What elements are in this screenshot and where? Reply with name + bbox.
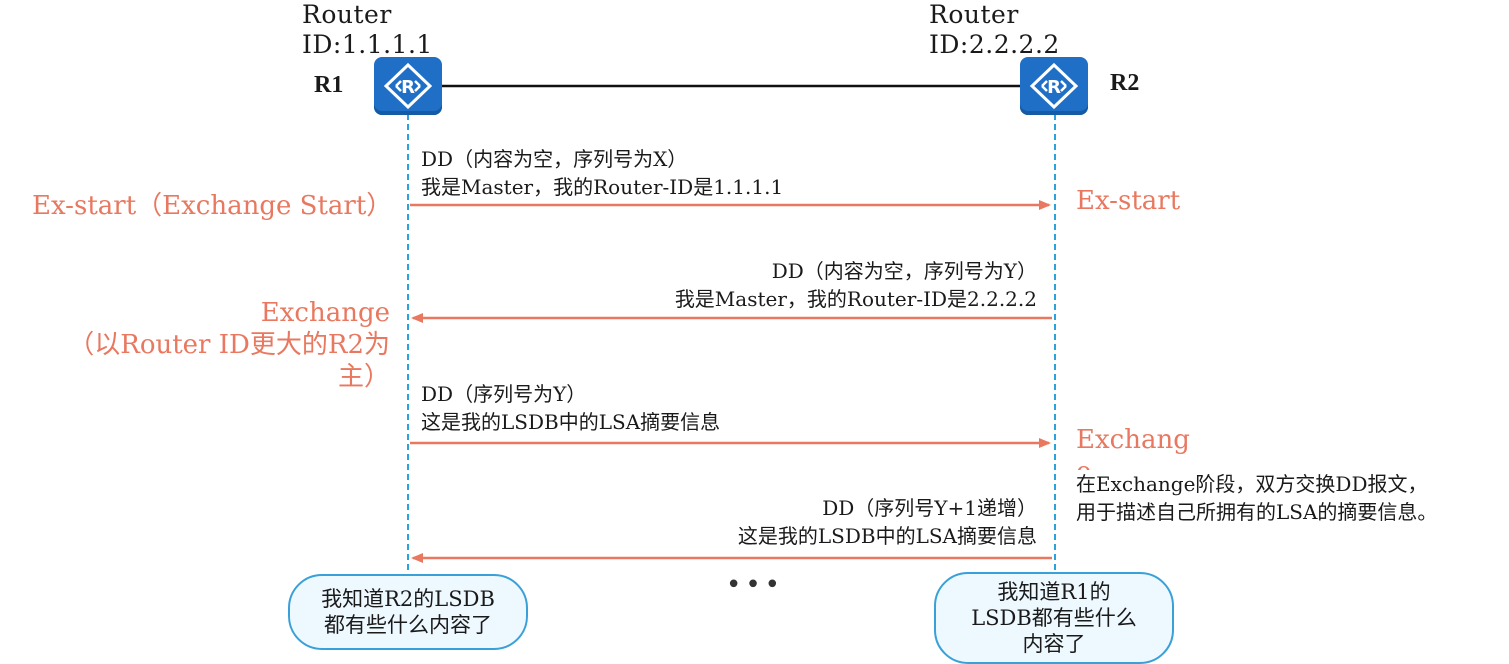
message-1-line2: 我是Master，我的Router-ID是1.1.1.1: [421, 175, 784, 199]
message-2: DD（内容为空，序列号为Y） 我是Master，我的Router-ID是2.2.…: [675, 257, 1037, 313]
svg-text:R: R: [1047, 77, 1061, 98]
message-1: DD（内容为空，序列号为X） 我是Master，我的Router-ID是1.1.…: [421, 145, 783, 201]
exchange-note: 在Exchange阶段，双方交换DD报文， 用于描述自己所拥有的LSA的摘要信息…: [1076, 470, 1438, 526]
message-3-line2: 这是我的LSDB中的LSA摘要信息: [421, 410, 721, 434]
message-4-line2: 这是我的LSDB中的LSA摘要信息: [737, 524, 1037, 548]
r1-state-exchange-line3: 主）: [337, 362, 390, 392]
router-icon: R: [1029, 62, 1079, 110]
r2-knowledge-bubble: 我知道R1的 LSDB都有些什么 内容了: [934, 572, 1174, 664]
r2-state-exchange-line1: Exchang: [1076, 425, 1190, 455]
r1-router-icon[interactable]: R: [374, 57, 442, 115]
r1-state-exstart: Ex-start（Exchange Start）: [32, 191, 393, 221]
r2-router-id-line2: ID:2.2.2.2: [929, 30, 1060, 59]
r1-knowledge-bubble: 我知道R2的LSDB 都有些什么内容了: [288, 574, 528, 650]
message-2-line2: 我是Master，我的Router-ID是2.2.2.2: [674, 287, 1037, 311]
exchange-note-line1: 在Exchange阶段，双方交换DD报文，: [1076, 472, 1428, 496]
message-3-line1: DD（序列号为Y）: [421, 382, 587, 406]
r2-label: R2: [1110, 70, 1140, 96]
r2-router-id-line1: Router: [929, 0, 1019, 29]
message-4: DD（序列号Y+1递增） 这是我的LSDB中的LSA摘要信息: [738, 494, 1037, 550]
router-icon: R: [383, 62, 433, 110]
r1-router-id: Router ID:1.1.1.1: [302, 0, 433, 60]
exchange-note-line2: 用于描述自己所拥有的LSA的摘要信息。: [1076, 500, 1438, 524]
r1-label: R1: [314, 72, 344, 98]
svg-text:R: R: [401, 77, 415, 98]
r1-bubble-line2: 都有些什么内容了: [324, 613, 492, 637]
r1-state-exchange-line1: Exchange: [260, 298, 390, 328]
message-3: DD（序列号为Y） 这是我的LSDB中的LSA摘要信息: [421, 380, 720, 436]
r2-bubble-line2: LSDB都有些什么: [971, 606, 1137, 630]
r1-router-id-line1: Router: [302, 0, 392, 29]
message-2-line1: DD（内容为空，序列号为Y）: [771, 259, 1037, 283]
ellipsis: •••: [726, 570, 785, 600]
r2-router-icon[interactable]: R: [1020, 57, 1088, 115]
r1-router-id-line2: ID:1.1.1.1: [302, 30, 433, 59]
r2-bubble-line1: 我知道R1的: [997, 580, 1111, 604]
r1-state-exchange: Exchange （以Router ID更大的R2为 主）: [68, 297, 390, 393]
r2-bubble-line3: 内容了: [1022, 632, 1086, 656]
r2-router-id: Router ID:2.2.2.2: [929, 0, 1060, 60]
message-1-line1: DD（内容为空，序列号为X）: [421, 147, 688, 171]
r1-bubble-line1: 我知道R2的LSDB: [321, 587, 495, 611]
r1-state-exchange-line2: （以Router ID更大的R2为: [68, 330, 390, 360]
r2-state-exstart: Ex-start: [1076, 186, 1181, 216]
message-4-line1: DD（序列号Y+1递增）: [822, 496, 1037, 520]
